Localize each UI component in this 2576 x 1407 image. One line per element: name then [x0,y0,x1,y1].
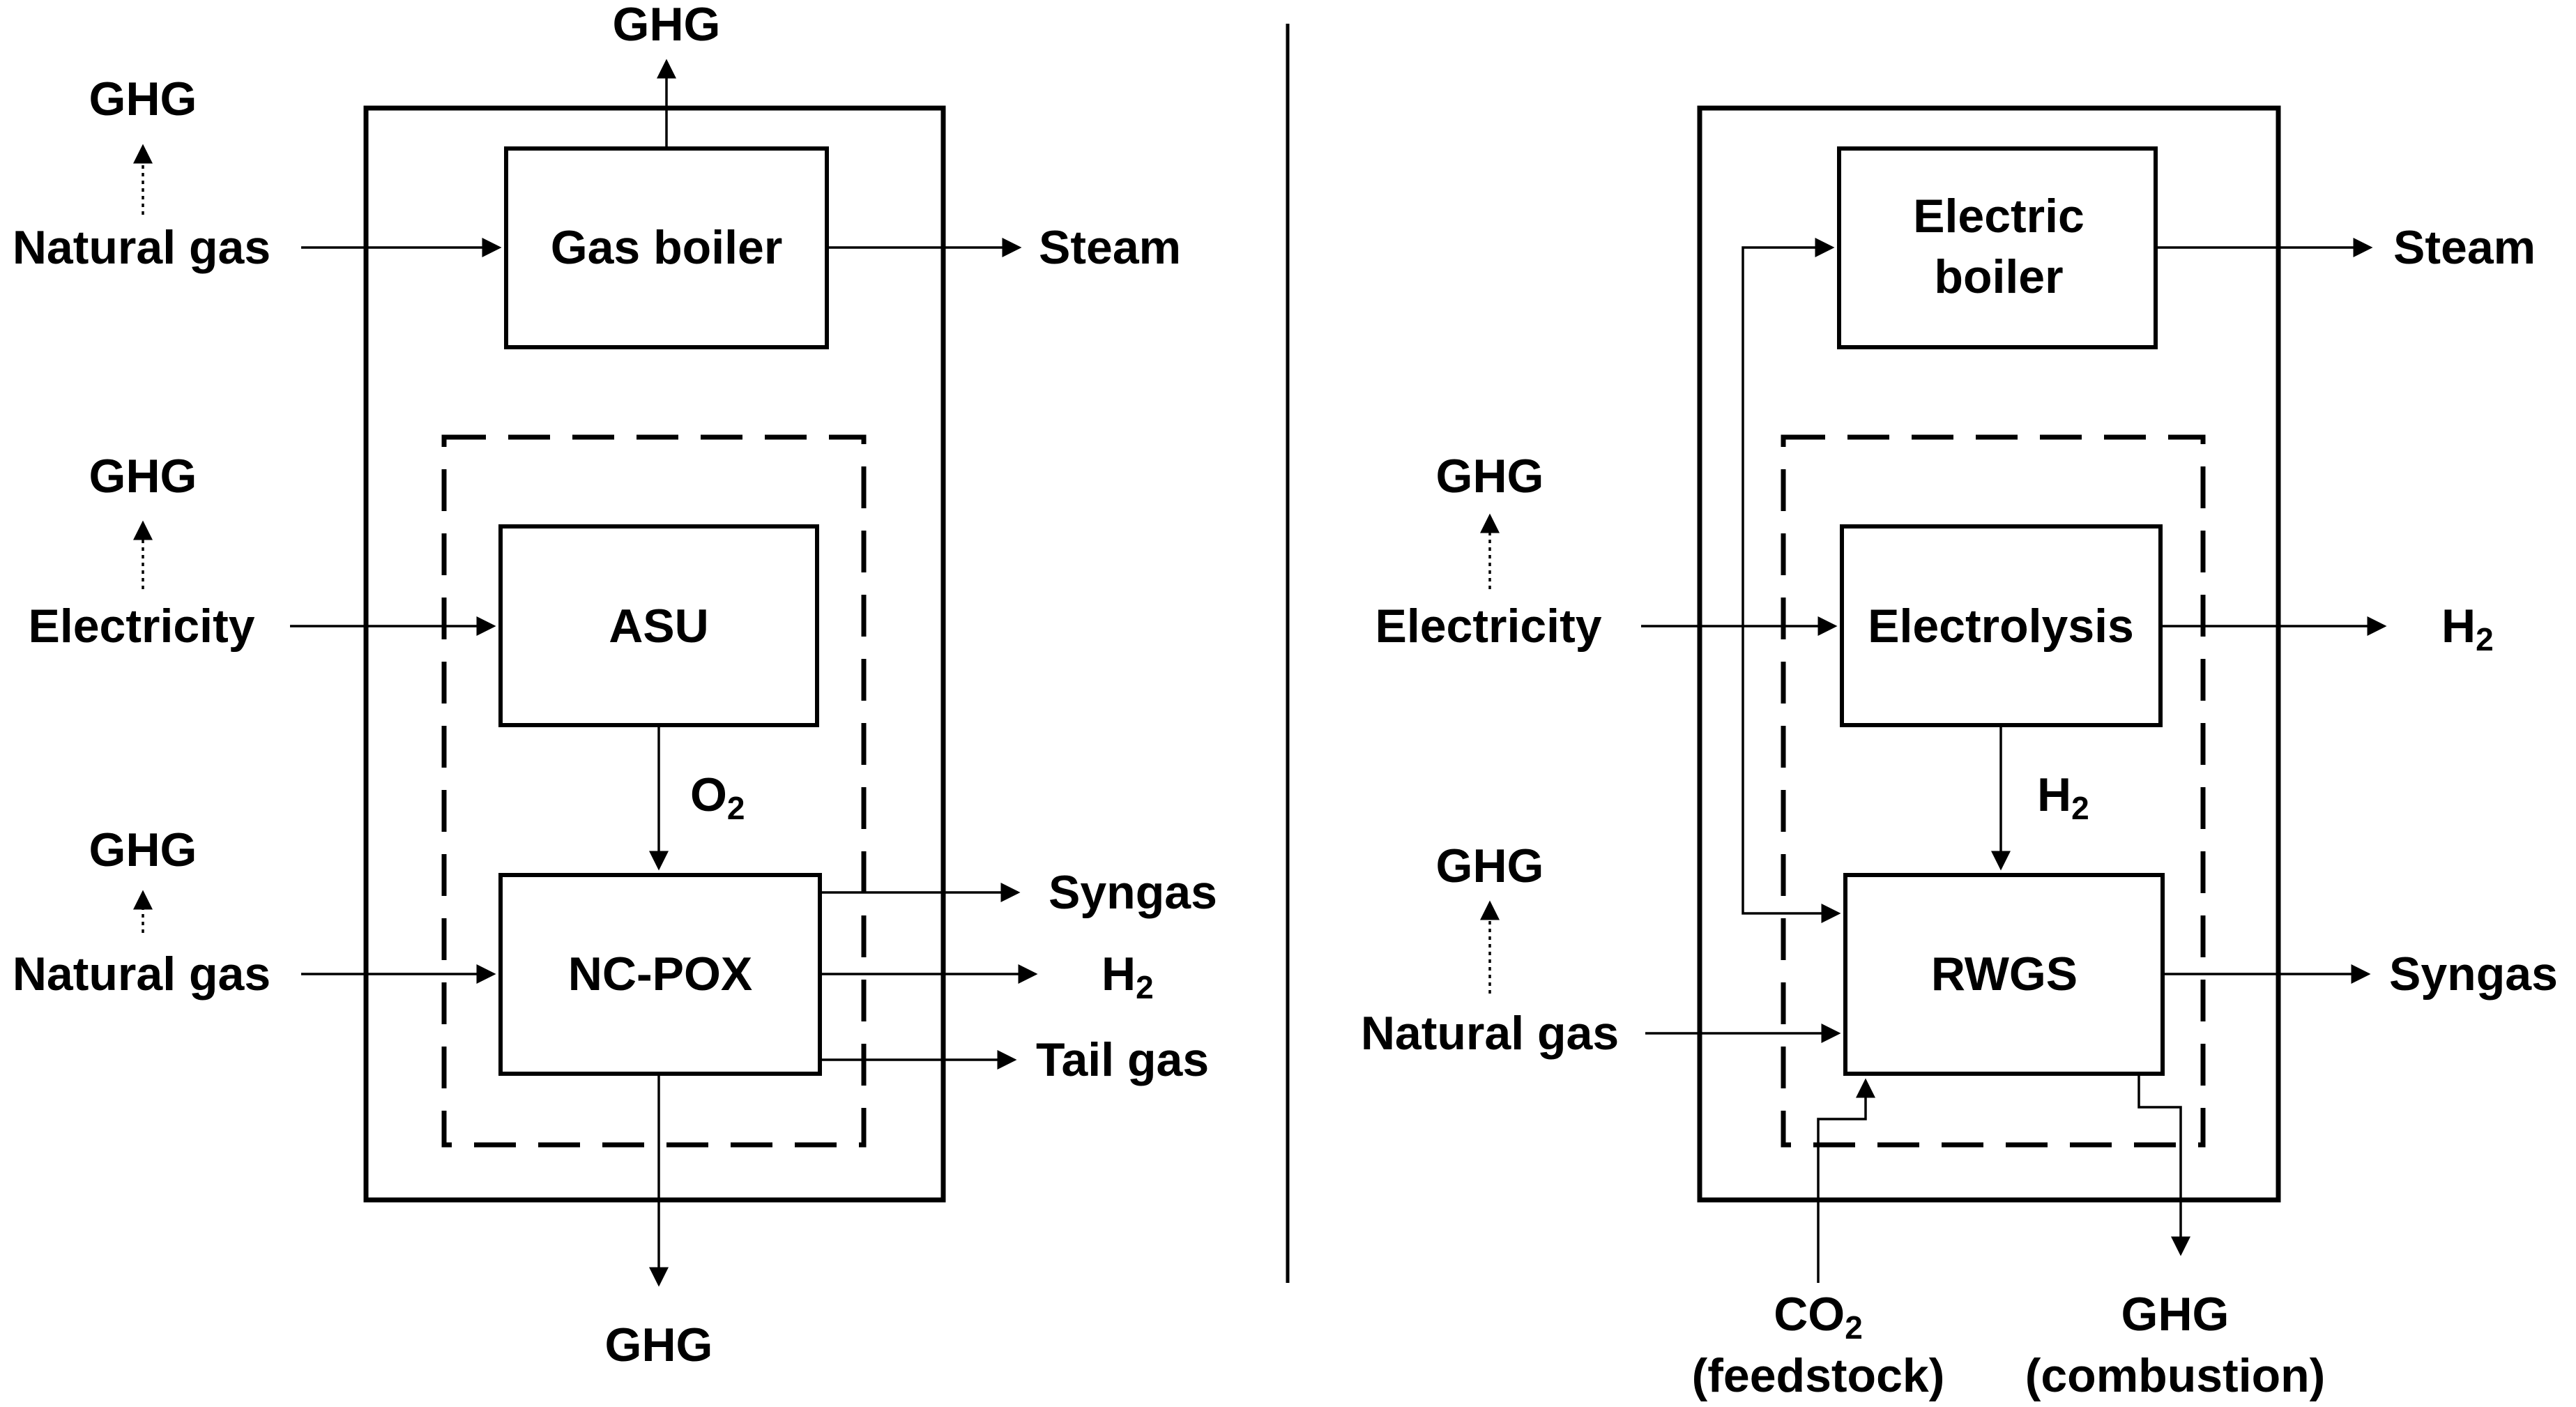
right-internal-h2-sub: 2 [2071,790,2089,826]
right-internal-h2-main: H [2037,768,2071,821]
right-steam-label: Steam [2393,221,2536,274]
co2-label: CO2 [1774,1288,1863,1346]
right-internal-h2-label: H2 [2037,768,2089,826]
right-natural-gas-label: Natural gas [1361,1007,1619,1060]
right-natural-gas-ghg-label: GHG [1436,839,1544,892]
o2-label-sub: 2 [727,790,745,826]
electricity-to-rwgs-arrow [1742,626,1841,923]
electricity-to-electric-boiler-arrow [1742,238,1835,626]
left-h2-label-main: H [1102,948,1136,1001]
left-tail-gas-label: Tail gas [1036,1033,1209,1086]
co2-feedstock-to-rwgs-arrow [1817,1078,1875,1283]
right-h2-label-sub: 2 [2476,621,2494,657]
right-process-diagram: Electric boiler Electrolysis RWGS Electr… [1361,105,2558,1402]
combustion-ghg-label: GHG [2121,1288,2230,1341]
left-electricity-ghg-label: GHG [89,450,197,503]
left-bottom-ghg-label: GHG [605,1318,713,1371]
left-process-diagram: Gas boiler ASU NC-POX GHG Natural gas GH… [13,0,1217,1371]
o2-label: O2 [690,768,745,826]
left-natural-gas-bottom-ghg-label: GHG [89,823,197,876]
co2-note-label: (feedstock) [1692,1349,1945,1402]
combustion-note-label: (combustion) [2025,1349,2326,1402]
right-h2-label: H2 [2441,600,2494,657]
left-natural-gas-bottom-label: Natural gas [13,948,270,1001]
rwgs-label: RWGS [1931,948,2078,1001]
left-syngas-label: Syngas [1049,866,1217,919]
right-electricity-label: Electricity [1375,600,1601,653]
asu-label: ASU [609,600,709,653]
electrolysis-label: Electrolysis [1868,600,2134,653]
right-electricity-ghg-label: GHG [1436,450,1544,503]
o2-label-main: O [690,768,727,821]
right-system-boundary [1697,105,2281,1203]
left-natural-gas-top-ghg-label: GHG [89,73,197,126]
left-natural-gas-top-label: Natural gas [13,221,270,274]
left-top-ghg-label: GHG [613,0,721,51]
left-h2-label-sub: 2 [1136,969,1154,1005]
ncpox-label: NC-POX [568,948,752,1001]
right-subsystem-boundary [1781,434,2206,1148]
left-electricity-label: Electricity [28,600,254,653]
electric-boiler-label-line2: boiler [1934,250,2063,303]
co2-label-sub: 2 [1845,1309,1863,1346]
right-syngas-label: Syngas [2389,948,2558,1001]
left-steam-label: Steam [1039,221,1181,274]
electric-boiler-label-line1: Electric [1913,190,2085,243]
rwgs-combustion-ghg-arrow [2137,1074,2190,1256]
left-subsystem-boundary [441,434,867,1148]
left-system-boundary [363,105,946,1203]
left-h2-label: H2 [1102,948,1154,1005]
co2-label-main: CO [1774,1288,1845,1341]
electric-boiler-box [1837,146,2158,349]
right-h2-label-main: H [2441,600,2476,653]
gas-boiler-label: Gas boiler [551,221,783,274]
